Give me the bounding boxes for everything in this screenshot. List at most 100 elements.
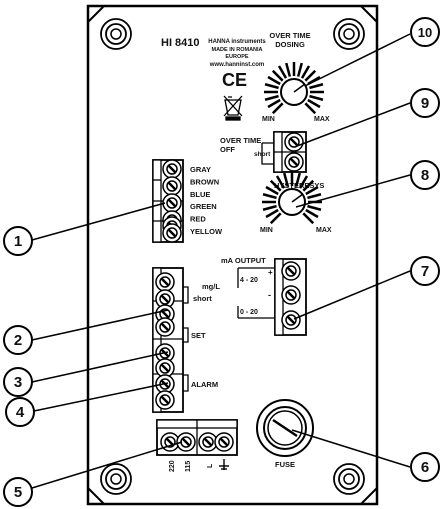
hysteresys-label: HYSTERESYS	[274, 181, 324, 190]
dial-tick	[302, 212, 315, 225]
corner-mount-top-left	[100, 18, 132, 50]
dial-tick	[300, 65, 311, 79]
ma-plus: +	[268, 268, 273, 277]
dial-tick	[304, 69, 317, 82]
ce-mark: CE	[222, 70, 247, 90]
overtime-off-label-2: OFF	[220, 145, 235, 154]
wire-label-green: GREEN	[190, 202, 217, 211]
dial-tick	[275, 175, 286, 189]
hysteresys-min: MIN	[260, 227, 273, 234]
made-in-label: MADE IN ROMANIA	[211, 47, 262, 53]
overtime-off-label-1: OVER TIME	[220, 136, 261, 145]
callout-number-1: 1	[14, 233, 22, 250]
dial-tick	[271, 69, 284, 82]
dial-tick	[262, 193, 277, 200]
callout-number-7: 7	[421, 263, 429, 280]
dial-tick	[267, 75, 281, 86]
ma-range-4-20: 4 - 20	[240, 277, 258, 284]
overtime-short-label: short	[254, 151, 271, 158]
dial-tick	[307, 193, 322, 200]
ma-range-0-20: 0 - 20	[240, 309, 258, 316]
corner-mount-bottom-left	[100, 463, 132, 495]
wire-label-brown: BROWN	[190, 177, 219, 186]
callout-circle-7	[410, 256, 440, 286]
brand-label: HANNA instruments	[208, 39, 266, 45]
callout-circle-5	[3, 477, 33, 507]
relay-terminal-block[interactable]	[152, 267, 184, 413]
callout-number-5: 5	[14, 484, 22, 501]
dial-tick	[264, 83, 279, 90]
callout-number-2: 2	[14, 332, 22, 349]
callout-number-8: 8	[421, 167, 429, 184]
ground-icon	[219, 459, 229, 470]
overtime-dosing-min: MIN	[262, 116, 275, 123]
callout-circle-10	[410, 17, 440, 47]
dial-tick	[296, 62, 303, 77]
callout-number-6: 6	[421, 459, 429, 476]
ma-minus: -	[268, 290, 271, 300]
wire-label-blue: BLUE	[190, 190, 210, 199]
ma-output-terminal[interactable]	[274, 258, 307, 336]
hysteresys-dial-ticks	[262, 172, 322, 225]
dial-tick	[302, 179, 315, 192]
dial-tick	[265, 185, 279, 196]
model-label: HI 8410	[161, 37, 200, 49]
hysteresys-max: MAX	[316, 227, 332, 234]
callout-circle-1	[3, 226, 33, 256]
dial-tick	[269, 212, 282, 225]
dial-tick	[309, 83, 324, 90]
callout-circle-2	[3, 325, 33, 355]
wire-label-yellow: YELLOW	[190, 227, 223, 236]
callout-circle-9	[410, 88, 440, 118]
power-220-label: 220	[169, 460, 176, 472]
corner-mount-top-right	[333, 18, 365, 50]
dial-tick	[283, 172, 290, 187]
wire-label-red: RED	[190, 215, 206, 224]
dial-tick	[305, 185, 319, 196]
dial-tick	[309, 94, 324, 101]
power-terminal[interactable]	[156, 419, 238, 456]
fuse-holder[interactable]	[256, 399, 314, 457]
overtime-dosing-dial-ticks	[264, 62, 324, 115]
callout-circle-6	[410, 452, 440, 482]
region-label: EUROPE	[225, 54, 249, 60]
callout-circle-8	[410, 160, 440, 190]
dial-tick	[269, 179, 282, 192]
alarm-label: ALARM	[191, 380, 218, 389]
power-115-label: 115	[185, 461, 192, 472]
overtime-off-terminal[interactable]	[273, 131, 307, 173]
dial-tick	[271, 102, 284, 115]
callout-leaders	[31, 33, 411, 489]
dial-tick	[264, 94, 279, 101]
callout-number-10: 10	[418, 25, 432, 40]
dial-tick	[307, 204, 322, 211]
wire-terminal-block[interactable]	[152, 158, 184, 244]
power-live-label: L	[207, 463, 214, 468]
dial-tick	[265, 208, 279, 219]
dial-tick	[277, 65, 288, 79]
ma-output-label: mA OUTPUT	[221, 256, 266, 265]
dial-tick	[285, 62, 292, 77]
callout-number-4: 4	[16, 404, 25, 421]
set-label: SET	[191, 331, 206, 340]
website-label: www.hanninst.com	[209, 62, 264, 68]
callout-number-3: 3	[14, 374, 22, 391]
overtime-dosing-max: MAX	[314, 116, 330, 123]
overtime-dosing-label-1: OVER TIME	[269, 31, 310, 40]
dial-tick	[294, 172, 301, 187]
dial-tick	[304, 102, 317, 115]
corner-mount-bottom-right	[333, 463, 365, 495]
dial-tick	[307, 98, 321, 109]
dial-tick	[267, 98, 281, 109]
dial-tick	[305, 208, 319, 219]
callout-number-9: 9	[421, 95, 429, 112]
callout-circle-4	[5, 397, 35, 427]
probe-unit-label: mg/L	[202, 282, 220, 291]
dial-tick	[298, 175, 309, 189]
overtime-dosing-label-2: DOSING	[275, 40, 305, 49]
wire-label-gray: GRAY	[190, 165, 211, 174]
dial-tick	[262, 204, 277, 211]
weee-bin-icon	[223, 95, 243, 121]
callout-circle-3	[3, 367, 33, 397]
